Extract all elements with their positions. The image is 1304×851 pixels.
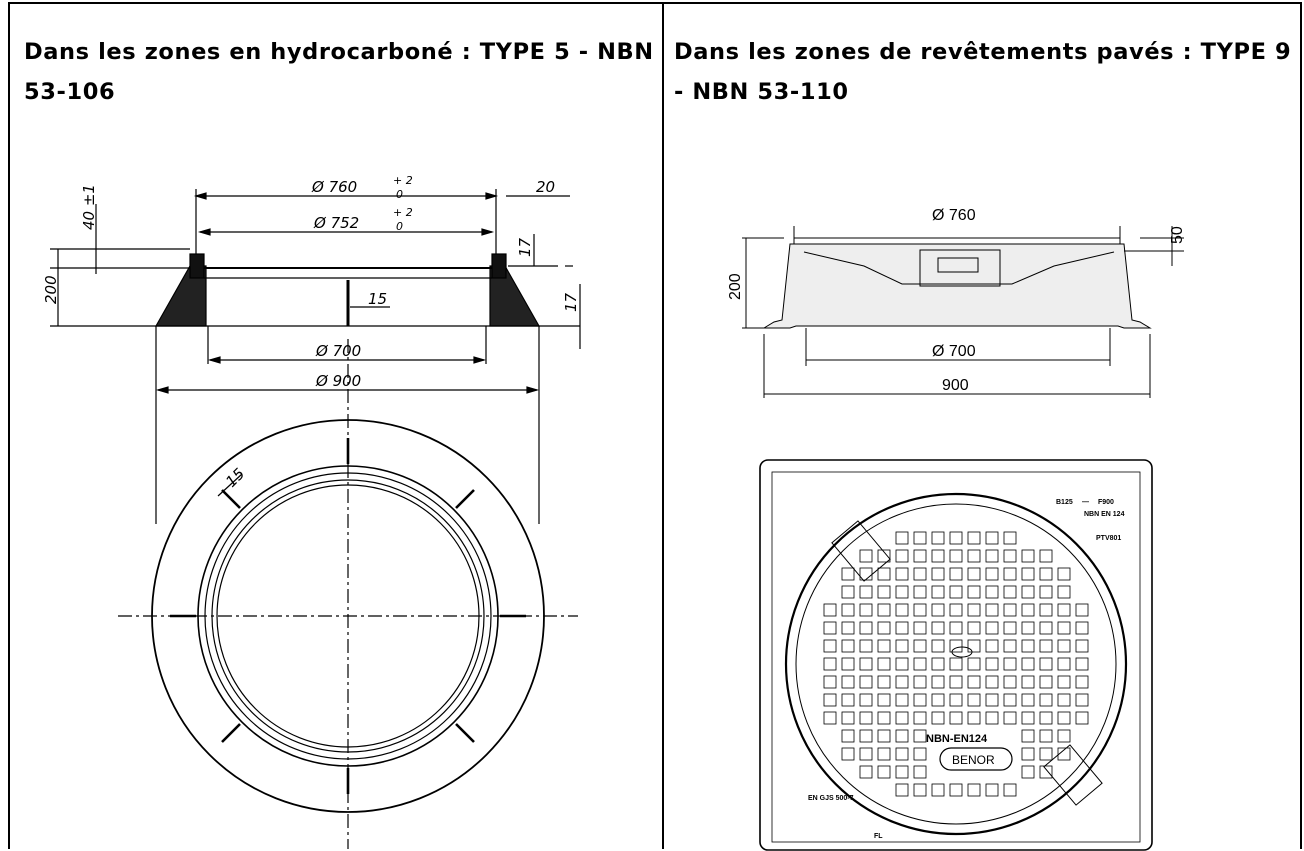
dim-w20: 20: [536, 178, 555, 196]
hinge-top-left: [831, 520, 891, 582]
drawing-type9: Ø 760 50 200 Ø 700 900 B125 — F900 NBN E…: [727, 207, 1186, 851]
table-cell-type5: Dans les zones en hydrocarboné : TYPE 5 …: [8, 2, 662, 849]
dim-d700: Ø 700: [315, 342, 361, 360]
drawing-type5: Ø 760 + 2 0 Ø 752 + 2 0 20 40 ±1 200 17 …: [42, 174, 581, 849]
dim-d900: Ø 900: [315, 372, 361, 390]
dim-h40: 40 ±1: [80, 184, 98, 230]
dim-d752-tol-zero: 0: [396, 220, 403, 233]
dim-d760-tol-zero: 0: [396, 188, 403, 201]
marking-standard-top: NBN EN 124: [1084, 511, 1125, 518]
dim-h200: 200: [42, 275, 60, 304]
dim-d752: Ø 752: [313, 214, 359, 232]
marking-certification: BENOR: [952, 753, 995, 767]
dim-w15: 15: [368, 290, 387, 308]
heading-type9: Dans les zones de revêtements pavés : TY…: [674, 39, 1292, 105]
dim-d760: Ø 760: [932, 207, 976, 224]
dim-d752-tol-plus: + 2: [393, 206, 413, 219]
plan-cover-circle: [784, 492, 1128, 836]
dim-w900: 900: [942, 377, 969, 394]
marking-class-right: F900: [1098, 499, 1114, 506]
dim-h17a: 17: [516, 237, 534, 257]
marking-ptv: PTV801: [1096, 535, 1121, 542]
hinge-bottom-right: [1043, 744, 1103, 806]
plan-grid: [823, 531, 1089, 797]
dim-d700: Ø 700: [932, 343, 976, 360]
table-cell-type9: Dans les zones de revêtements pavés : TY…: [662, 2, 1302, 851]
marking-center-standard: NBN-EN124: [926, 733, 988, 745]
marking-class-left: B125: [1056, 499, 1073, 506]
plan-square-frame: [759, 459, 1153, 851]
dim-d760: Ø 760: [311, 178, 357, 196]
dim-h50: 50: [1169, 226, 1186, 244]
dim-h200: 200: [727, 273, 744, 300]
plan-outer-circle: [151, 419, 545, 813]
plan-ribs: [170, 438, 526, 794]
dim-rib15: 15: [222, 465, 248, 491]
heading-type5: Dans les zones en hydrocarboné : TYPE 5 …: [24, 39, 654, 105]
marking-maker: FL: [874, 833, 883, 840]
marking-material: EN GJS 500-7: [808, 795, 854, 802]
marking-dash: —: [1082, 499, 1089, 506]
dim-d760-tol-plus: + 2: [393, 174, 413, 187]
dim-h17b: 17: [562, 292, 580, 312]
